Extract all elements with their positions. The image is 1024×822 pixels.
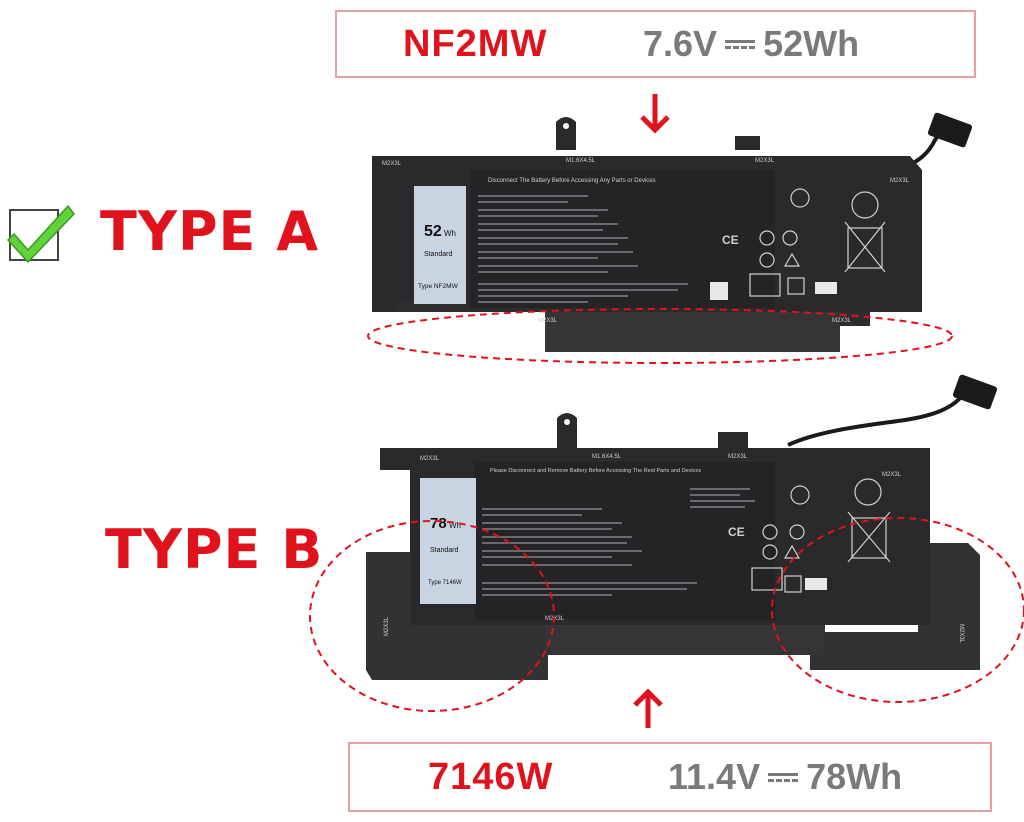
battery-b-banner: Please Disconnect and Remove Battery Bef… <box>490 468 701 474</box>
battery-a-wh: 52 <box>424 223 442 240</box>
type-a-label: TYPE A <box>100 200 319 263</box>
top-spec-box: NF2MW 7.6V 52Wh <box>335 10 976 78</box>
battery-b: 78 Wh Standard Type 7146W Please Disconn… <box>366 374 998 680</box>
battery-a-screw-3: M2X3L <box>755 158 775 164</box>
battery-b-wh-unit: Wh <box>449 521 461 530</box>
battery-b-screw-3: M2X3L <box>728 454 748 460</box>
down-arrow-icon <box>640 94 670 134</box>
top-voltage: 7.6V <box>643 23 718 64</box>
battery-a-screw-5: M2X3L <box>538 318 558 324</box>
battery-b-screw-7: M2X3L <box>958 624 964 644</box>
battery-b-type: Type 7146W <box>428 580 462 586</box>
battery-a-screw-4: M2X3L <box>890 178 910 184</box>
battery-b-standard: Standard <box>430 547 459 554</box>
battery-b-screw-1: M2X3L <box>420 456 440 462</box>
top-model-number: NF2MW <box>403 22 548 65</box>
battery-a-wh-unit: Wh <box>444 229 456 238</box>
top-spec-text: 7.6V 52Wh <box>643 23 859 65</box>
battery-a-screw-2: M1.6X4.5L <box>566 158 596 164</box>
bottom-capacity: 78Wh <box>806 756 903 797</box>
up-arrow-icon <box>633 688 663 728</box>
highlight-ellipse-a <box>367 308 953 364</box>
bottom-spec-text: 11.4V 78Wh <box>668 756 902 798</box>
top-capacity: 52Wh <box>763 23 860 64</box>
battery-a-type: Type NF2MW <box>418 283 459 290</box>
highlight-ellipse-b-left <box>309 520 555 712</box>
battery-a-screw-1: M2X3L <box>382 161 402 167</box>
dc-symbol-icon <box>725 38 756 50</box>
bottom-model-number: 7146W <box>428 755 554 798</box>
battery-a-standard: Standard <box>424 251 453 258</box>
battery-b-screw-4: M2X3L <box>882 472 902 478</box>
dc-symbol-icon <box>768 771 799 783</box>
svg-text:CE: CE <box>728 525 745 539</box>
battery-b-wh: 78 <box>430 515 447 532</box>
battery-a: 52 Wh Standard Type NF2MW Disconnect The… <box>372 112 973 352</box>
type-b-label: TYPE B <box>105 518 324 581</box>
battery-b-screw-6: M2X3L <box>384 616 390 636</box>
highlight-ellipse-b-right <box>771 517 1024 703</box>
bottom-voltage: 11.4V <box>668 756 761 797</box>
svg-text:CE: CE <box>722 233 739 247</box>
bottom-spec-box: 7146W 11.4V 78Wh <box>348 742 992 812</box>
checkmark-icon <box>6 204 75 264</box>
battery-a-screw-6: M2X3L <box>832 318 852 324</box>
battery-b-screw-2: M1.6X4.5L <box>592 454 622 460</box>
battery-a-banner: Disconnect The Battery Before Accessing … <box>488 178 656 184</box>
